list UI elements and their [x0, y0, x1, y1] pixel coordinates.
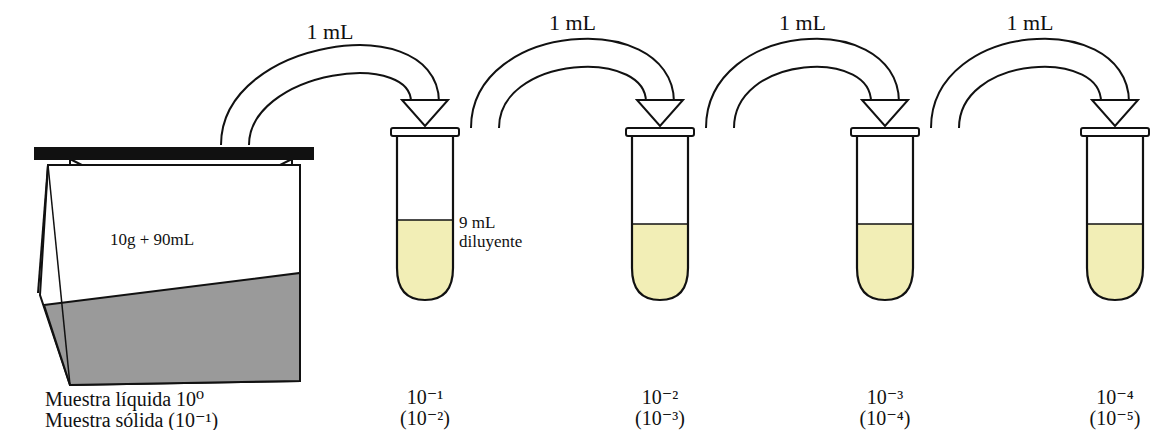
transfer-arrow	[945, 53, 1138, 128]
volume-label: 1 mL	[302, 20, 357, 44]
transfer-arrow	[720, 53, 908, 128]
volume-label: 1 mL	[775, 11, 830, 35]
dilution-factor: (10⁻³)	[620, 407, 700, 429]
tube-illustration	[385, 128, 465, 304]
diagram-text: Muestra sólida (10⁻¹)	[45, 409, 218, 430]
stomacher-bag: 10g + 90mL Muestra líquida 10⁰Muestra sól…	[30, 145, 330, 430]
volume-label: 1 mL	[545, 11, 600, 35]
dilution-factor: (10⁻⁴)	[845, 407, 925, 429]
dilution-factor: 10⁻³	[845, 386, 925, 408]
tube-illustration	[1075, 128, 1155, 304]
dilution-factor: 10⁻⁴	[1075, 386, 1155, 408]
volume-label: 1 mL	[1002, 11, 1057, 35]
dilution-factor: 10⁻²	[620, 386, 700, 408]
tube-illustration	[620, 128, 700, 304]
dilution-factor: (10⁻²)	[385, 407, 465, 429]
transfer-arrow	[485, 53, 683, 128]
test-tube: 9 mL diluyente 10⁻¹(10⁻²)	[385, 128, 535, 430]
diagram-text: Muestra líquida 10⁰	[45, 388, 204, 410]
test-tube: 10⁻⁴(10⁻⁵)	[1075, 128, 1165, 430]
test-tube: 10⁻²(10⁻³)	[620, 128, 760, 430]
diluent-note: 9 mL diluyente	[459, 214, 533, 251]
test-tube: 10⁻³(10⁻⁴)	[845, 128, 985, 430]
dilution-factor: 10⁻¹	[385, 386, 465, 408]
bag-illustration	[30, 145, 330, 395]
tube-illustration	[845, 128, 925, 304]
dilution-factor: (10⁻⁵)	[1075, 407, 1155, 429]
diagram-text: 10g + 90mL	[110, 231, 194, 250]
